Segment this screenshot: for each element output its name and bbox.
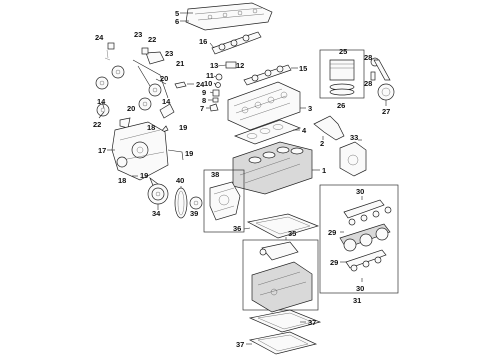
callout-1: 1: [322, 166, 326, 175]
callout-40: 40: [176, 176, 184, 185]
callout-13: 13: [210, 61, 218, 70]
callout-25: 25: [339, 47, 347, 56]
timing-chain-cover: [313, 115, 345, 141]
callout-22: 22: [93, 120, 101, 129]
callout-37: 37: [308, 318, 316, 327]
callout-23-right: 23: [165, 49, 173, 58]
callout-24-right: 24: [196, 80, 205, 89]
callout-35: 36: [233, 224, 241, 233]
timing-cover-gear: [339, 139, 367, 177]
callout-4: 4: [302, 126, 307, 135]
callout-29-top: 29: [328, 228, 336, 237]
camshaft-upper: [209, 31, 262, 55]
callout-20-mid: 20: [127, 104, 135, 113]
callout-29-bottom: 29: [330, 258, 338, 267]
callout-15: 15: [299, 64, 307, 73]
head-gasket: [234, 119, 301, 145]
callout-23-top: 23: [134, 30, 142, 39]
callout-12: 12: [236, 61, 244, 70]
callout-24-left: 24: [95, 33, 104, 42]
callout-38: 38: [211, 170, 219, 179]
callout-19-right: 19: [185, 149, 193, 158]
engine-block: [232, 141, 320, 195]
front-engine-cover: [107, 121, 184, 189]
upper-oil-pan-gasket: [243, 213, 320, 239]
timing-chain-assembly: [95, 42, 194, 134]
callout-19-top: 19: [179, 123, 187, 132]
oil-pump-group: [203, 169, 245, 233]
callout-18-top: 18: [147, 123, 155, 132]
callout-39: 39: [190, 209, 198, 218]
callout-31: 31: [353, 296, 361, 305]
callout-21: 21: [176, 59, 184, 68]
piston-group: [319, 49, 365, 99]
callout-2: 2: [320, 139, 324, 148]
lower-oil-pan-gaskets: [246, 309, 322, 355]
callout-5: 5: [175, 9, 179, 18]
connecting-rod: [370, 57, 395, 106]
callout-17: 17: [98, 146, 106, 155]
callout-7: 7: [200, 104, 204, 113]
callout-16: 16: [199, 37, 207, 46]
callout-9: 9: [202, 88, 206, 97]
callout-6: 6: [175, 17, 179, 26]
valve-cover: [180, 2, 273, 31]
callout-14-right: 14: [162, 97, 171, 106]
callout-8: 8: [202, 96, 206, 105]
callout-26: 26: [337, 101, 345, 110]
valve-small-parts: [206, 61, 237, 112]
callout-19-bottom: 19: [140, 171, 148, 180]
callout-30-top: 30: [356, 187, 364, 196]
callout-28-top: 28: [364, 53, 372, 62]
callout-18: 18: [118, 176, 126, 185]
callout-11: 11: [206, 71, 214, 80]
callout-14-left: 14: [97, 97, 106, 106]
callout-10: 10: [204, 79, 212, 88]
callout-20-top: 20: [160, 74, 168, 83]
callout-labels: 5 6 16 15 13 12 11 10 9 8 7 3 4 2 1 24 2…: [93, 9, 390, 349]
callout-36: 37: [236, 340, 244, 349]
camshaft-lower: [243, 64, 298, 86]
callout-34: 35: [288, 229, 296, 238]
callout-28-bottom: 28: [364, 79, 372, 88]
oil-pan-group: [242, 237, 319, 313]
callout-3: 3: [308, 104, 312, 113]
crankshaft-group: [319, 184, 399, 294]
cylinder-head: [227, 81, 306, 131]
callout-33: 34: [152, 209, 161, 218]
callout-22-top: 22: [148, 35, 156, 44]
callout-27: 27: [382, 107, 390, 116]
callout-30-bottom: 30: [356, 284, 364, 293]
callout-32: 33: [350, 133, 358, 142]
belt-and-tensioner: [174, 186, 203, 219]
crankshaft-pulley: [147, 183, 169, 210]
